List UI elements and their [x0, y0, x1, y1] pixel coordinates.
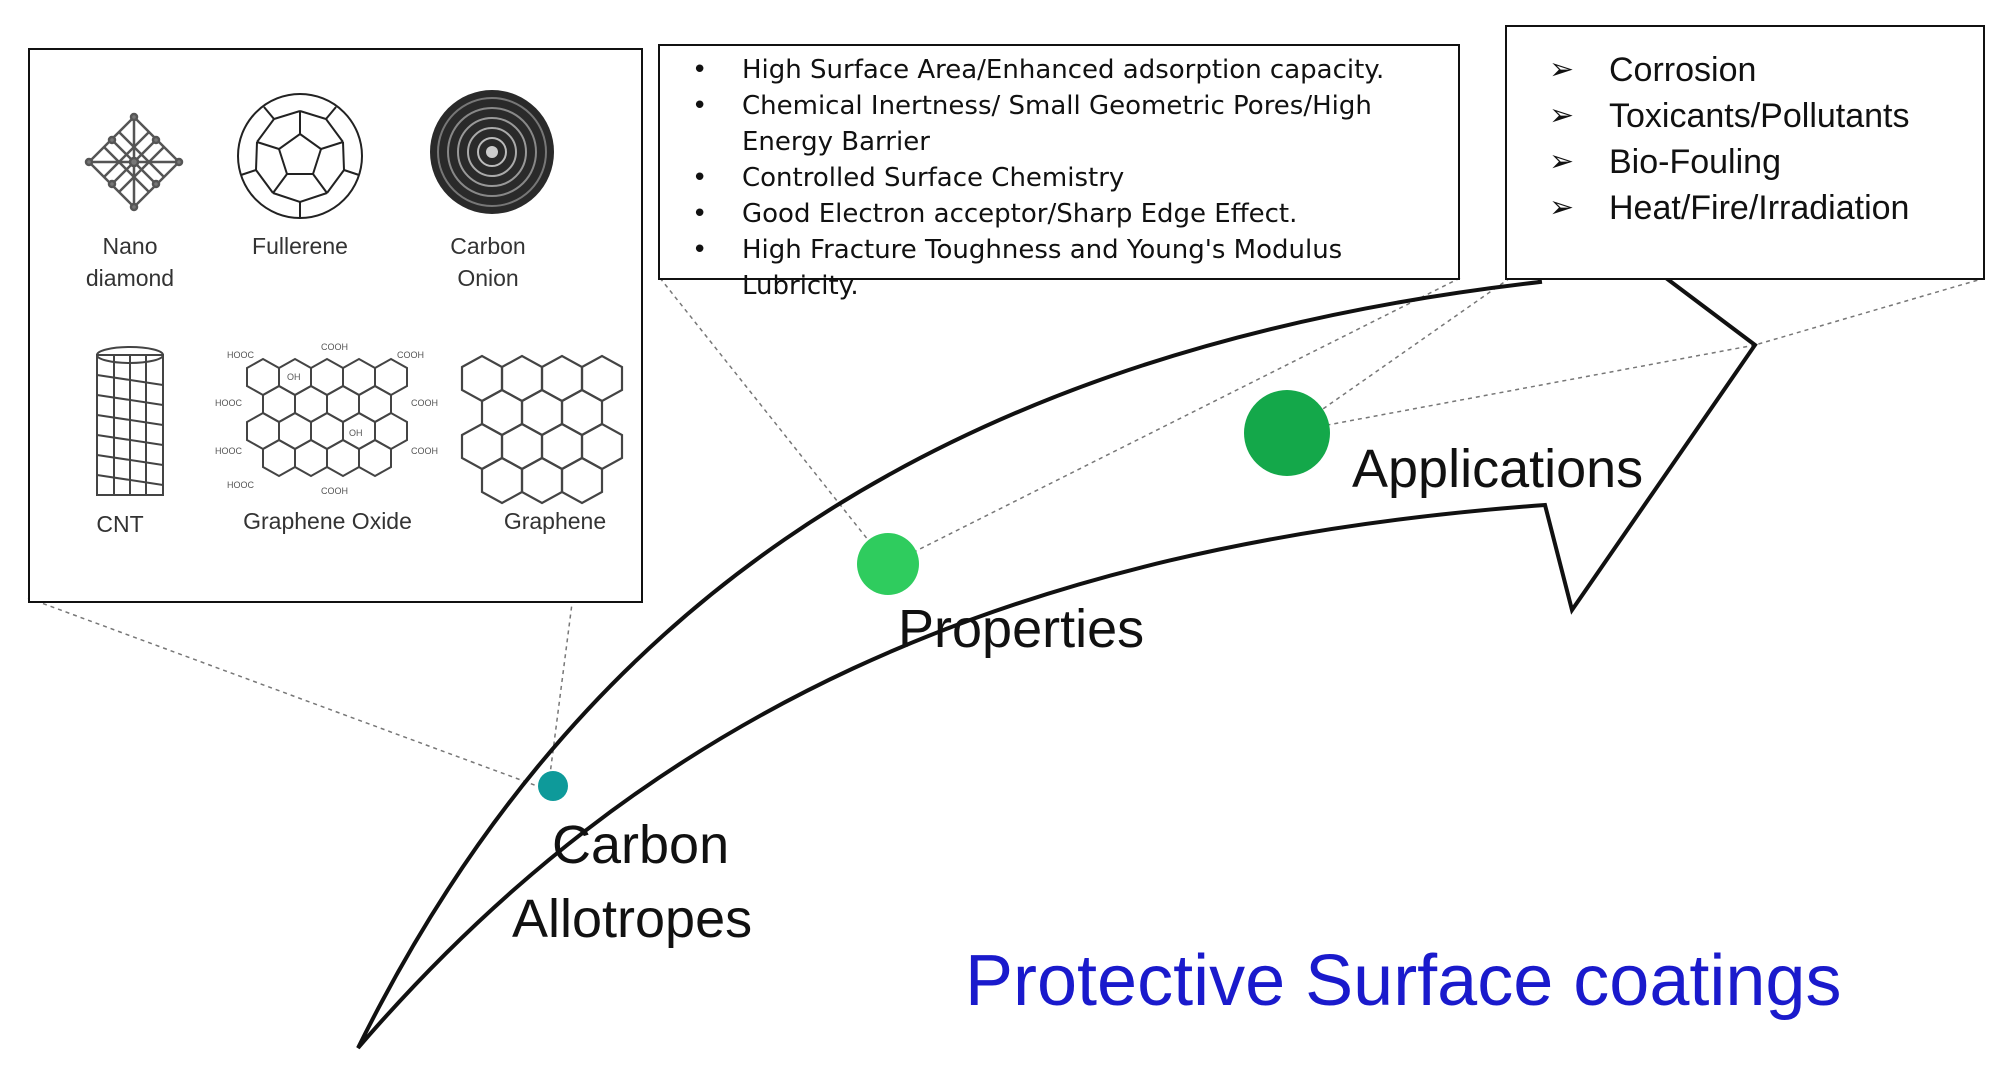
- properties-panel: High Surface Area/Enhanced adsorption ca…: [658, 44, 1460, 301]
- nano-diamond-icon: [84, 112, 184, 212]
- application-item: ➢ Corrosion: [1507, 47, 1983, 93]
- carbon-onion-icon: [430, 90, 554, 214]
- go-label-hooc-1: HOOC: [227, 350, 255, 360]
- go-label-cooh-5: COOH: [321, 486, 348, 496]
- arrowhead-bullet-icon: ➢: [1549, 191, 1575, 224]
- carbon-stage-label: Carbon: [552, 815, 730, 875]
- fullerene-label: Fullerene: [252, 233, 348, 259]
- property-item: Good Electron acceptor/Sharp Edge Effect…: [660, 196, 1458, 232]
- cnt-label: CNT: [96, 511, 144, 537]
- graphene-oxide-icon: HOOC COOH COOH HOOC COOH HOOC COOH HOOC …: [215, 342, 438, 496]
- go-label-cooh-4: COOH: [411, 446, 438, 456]
- carbon-onion-label: Carbon Onion: [450, 233, 526, 291]
- properties-list: High Surface Area/Enhanced adsorption ca…: [660, 52, 1458, 304]
- application-label: Heat/Fire/Irradiation: [1609, 189, 1910, 227]
- applications-list: ➢ Corrosion ➢ Toxicants/Pollutants ➢ Bio-Fo…: [1507, 47, 1983, 231]
- go-label-cooh-3: COOH: [411, 398, 438, 408]
- connector-applications-right: [1754, 277, 1986, 346]
- applications-dot: [1244, 390, 1330, 476]
- go-label-cooh-2: COOH: [397, 350, 424, 360]
- arrowhead-bullet-icon: ➢: [1549, 53, 1575, 86]
- arrowhead-bullet-icon: ➢: [1549, 145, 1575, 178]
- application-item: ➢ Toxicants/Pollutants: [1507, 93, 1983, 139]
- applications-stage-label: Applications: [1352, 439, 1644, 499]
- property-item: High Fracture Toughness and Young's Modu…: [660, 232, 1458, 304]
- go-label-hooc-4: HOOC: [227, 480, 255, 490]
- cnt-icon: [96, 346, 164, 496]
- connector-properties-right: [887, 277, 1461, 566]
- application-item: ➢ Heat/Fire/Irradiation: [1507, 185, 1983, 231]
- properties-dot: [857, 533, 919, 595]
- go-label-oh-2: OH: [349, 428, 363, 438]
- applications-panel: ➢ Corrosion ➢ Toxicants/Pollutants ➢ Bio-Fo…: [1505, 25, 1985, 280]
- properties-stage-label: Properties: [898, 599, 1145, 659]
- connector-allotropes-bottom: [27, 597, 549, 791]
- application-label: Corrosion: [1609, 51, 1757, 89]
- allotropes-panel: HOOC COOH COOH HOOC COOH HOOC COOH HOOC …: [28, 48, 643, 603]
- nano-diamond-label: Nano diamond: [85, 233, 175, 291]
- fullerene-icon: [237, 93, 363, 219]
- arrowhead-bullet-icon: ➢: [1549, 99, 1575, 132]
- application-label: Toxicants/Pollutants: [1609, 97, 1910, 135]
- graphene-icon: [460, 354, 624, 505]
- go-label-oh-1: OH: [287, 372, 301, 382]
- connector-properties-left: [659, 277, 889, 566]
- allotropes-sketches: HOOC COOH COOH HOOC COOH HOOC COOH HOOC …: [84, 90, 624, 505]
- diagram-title: Protective Surface coatings: [965, 941, 1842, 1021]
- go-label-hooc-2: HOOC: [215, 398, 243, 408]
- property-item: High Surface Area/Enhanced adsorption ca…: [660, 52, 1458, 88]
- application-label: Bio-Fouling: [1609, 143, 1781, 181]
- property-item: Controlled Surface Chemistry: [660, 160, 1458, 196]
- go-label-cooh-1: COOH: [321, 342, 348, 352]
- carbon-allotropes-dot: [538, 771, 568, 801]
- graphene-oxide-label: Graphene Oxide: [243, 508, 412, 534]
- allotropes-stage-label: Allotropes: [512, 889, 753, 949]
- graphene-label: Graphene: [503, 508, 607, 534]
- connector-applications-mid: [1289, 344, 1756, 433]
- application-item: ➢ Bio-Fouling: [1507, 139, 1983, 185]
- go-label-hooc-3: HOOC: [215, 446, 243, 456]
- property-item: Chemical Inertness/ Small Geometric Pore…: [660, 88, 1458, 160]
